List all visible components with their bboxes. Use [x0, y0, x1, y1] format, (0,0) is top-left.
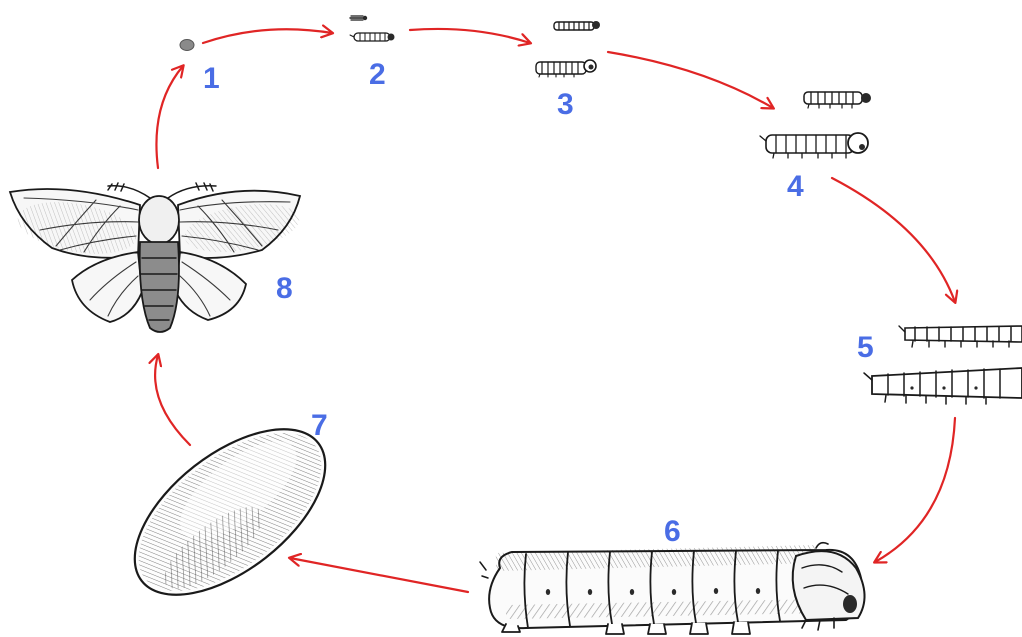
hatchling-larva-large: [350, 33, 395, 41]
stage-mature-caterpillar: [480, 543, 865, 634]
stage-number-5: 5: [857, 331, 874, 364]
stage-number-4: 4: [787, 170, 804, 203]
stage-small-larvae: [536, 21, 600, 77]
arrow-6-to-7: [290, 558, 468, 592]
stage-growing-larvae: [760, 92, 871, 158]
moth-illustration: [10, 183, 303, 332]
hatchling-larva-small: [350, 16, 367, 20]
moth-thorax: [139, 196, 179, 244]
growing-larva-top: [804, 92, 871, 108]
stage-number-7: 7: [311, 409, 328, 442]
growing-larva-bottom: [760, 133, 868, 158]
mature-caterpillar-illustration: [480, 543, 865, 634]
arrow-8-to-1: [156, 66, 183, 168]
arrow-7-to-8: [155, 355, 190, 445]
arrow-2-to-3: [410, 29, 530, 43]
egg-illustration: [180, 40, 194, 51]
arrow-5-to-6: [875, 418, 955, 562]
larger-larva-bottom: [864, 368, 1022, 404]
larger-larva-top: [899, 326, 1022, 347]
small-larva-bottom: [536, 60, 596, 77]
stage-moth: [10, 183, 303, 332]
moth-abdomen: [140, 242, 179, 332]
stage-number-3: 3: [557, 88, 574, 121]
stage-hatchling: [350, 16, 395, 41]
arrow-3-to-4: [608, 52, 773, 108]
stage-number-6: 6: [664, 515, 681, 548]
small-larva-top: [554, 21, 600, 30]
stage-larger-larvae: [864, 326, 1022, 404]
stage-number-8: 8: [276, 272, 293, 305]
caterpillar-head: [793, 543, 865, 630]
moth-hindwing-left: [72, 252, 142, 322]
stage-number-1: 1: [203, 62, 220, 95]
stage-number-2: 2: [369, 58, 386, 91]
arrow-1-to-2: [203, 29, 332, 43]
moth-hindwing-right: [176, 252, 246, 320]
stage-egg: [180, 40, 194, 51]
arrow-4-to-5: [832, 178, 955, 302]
